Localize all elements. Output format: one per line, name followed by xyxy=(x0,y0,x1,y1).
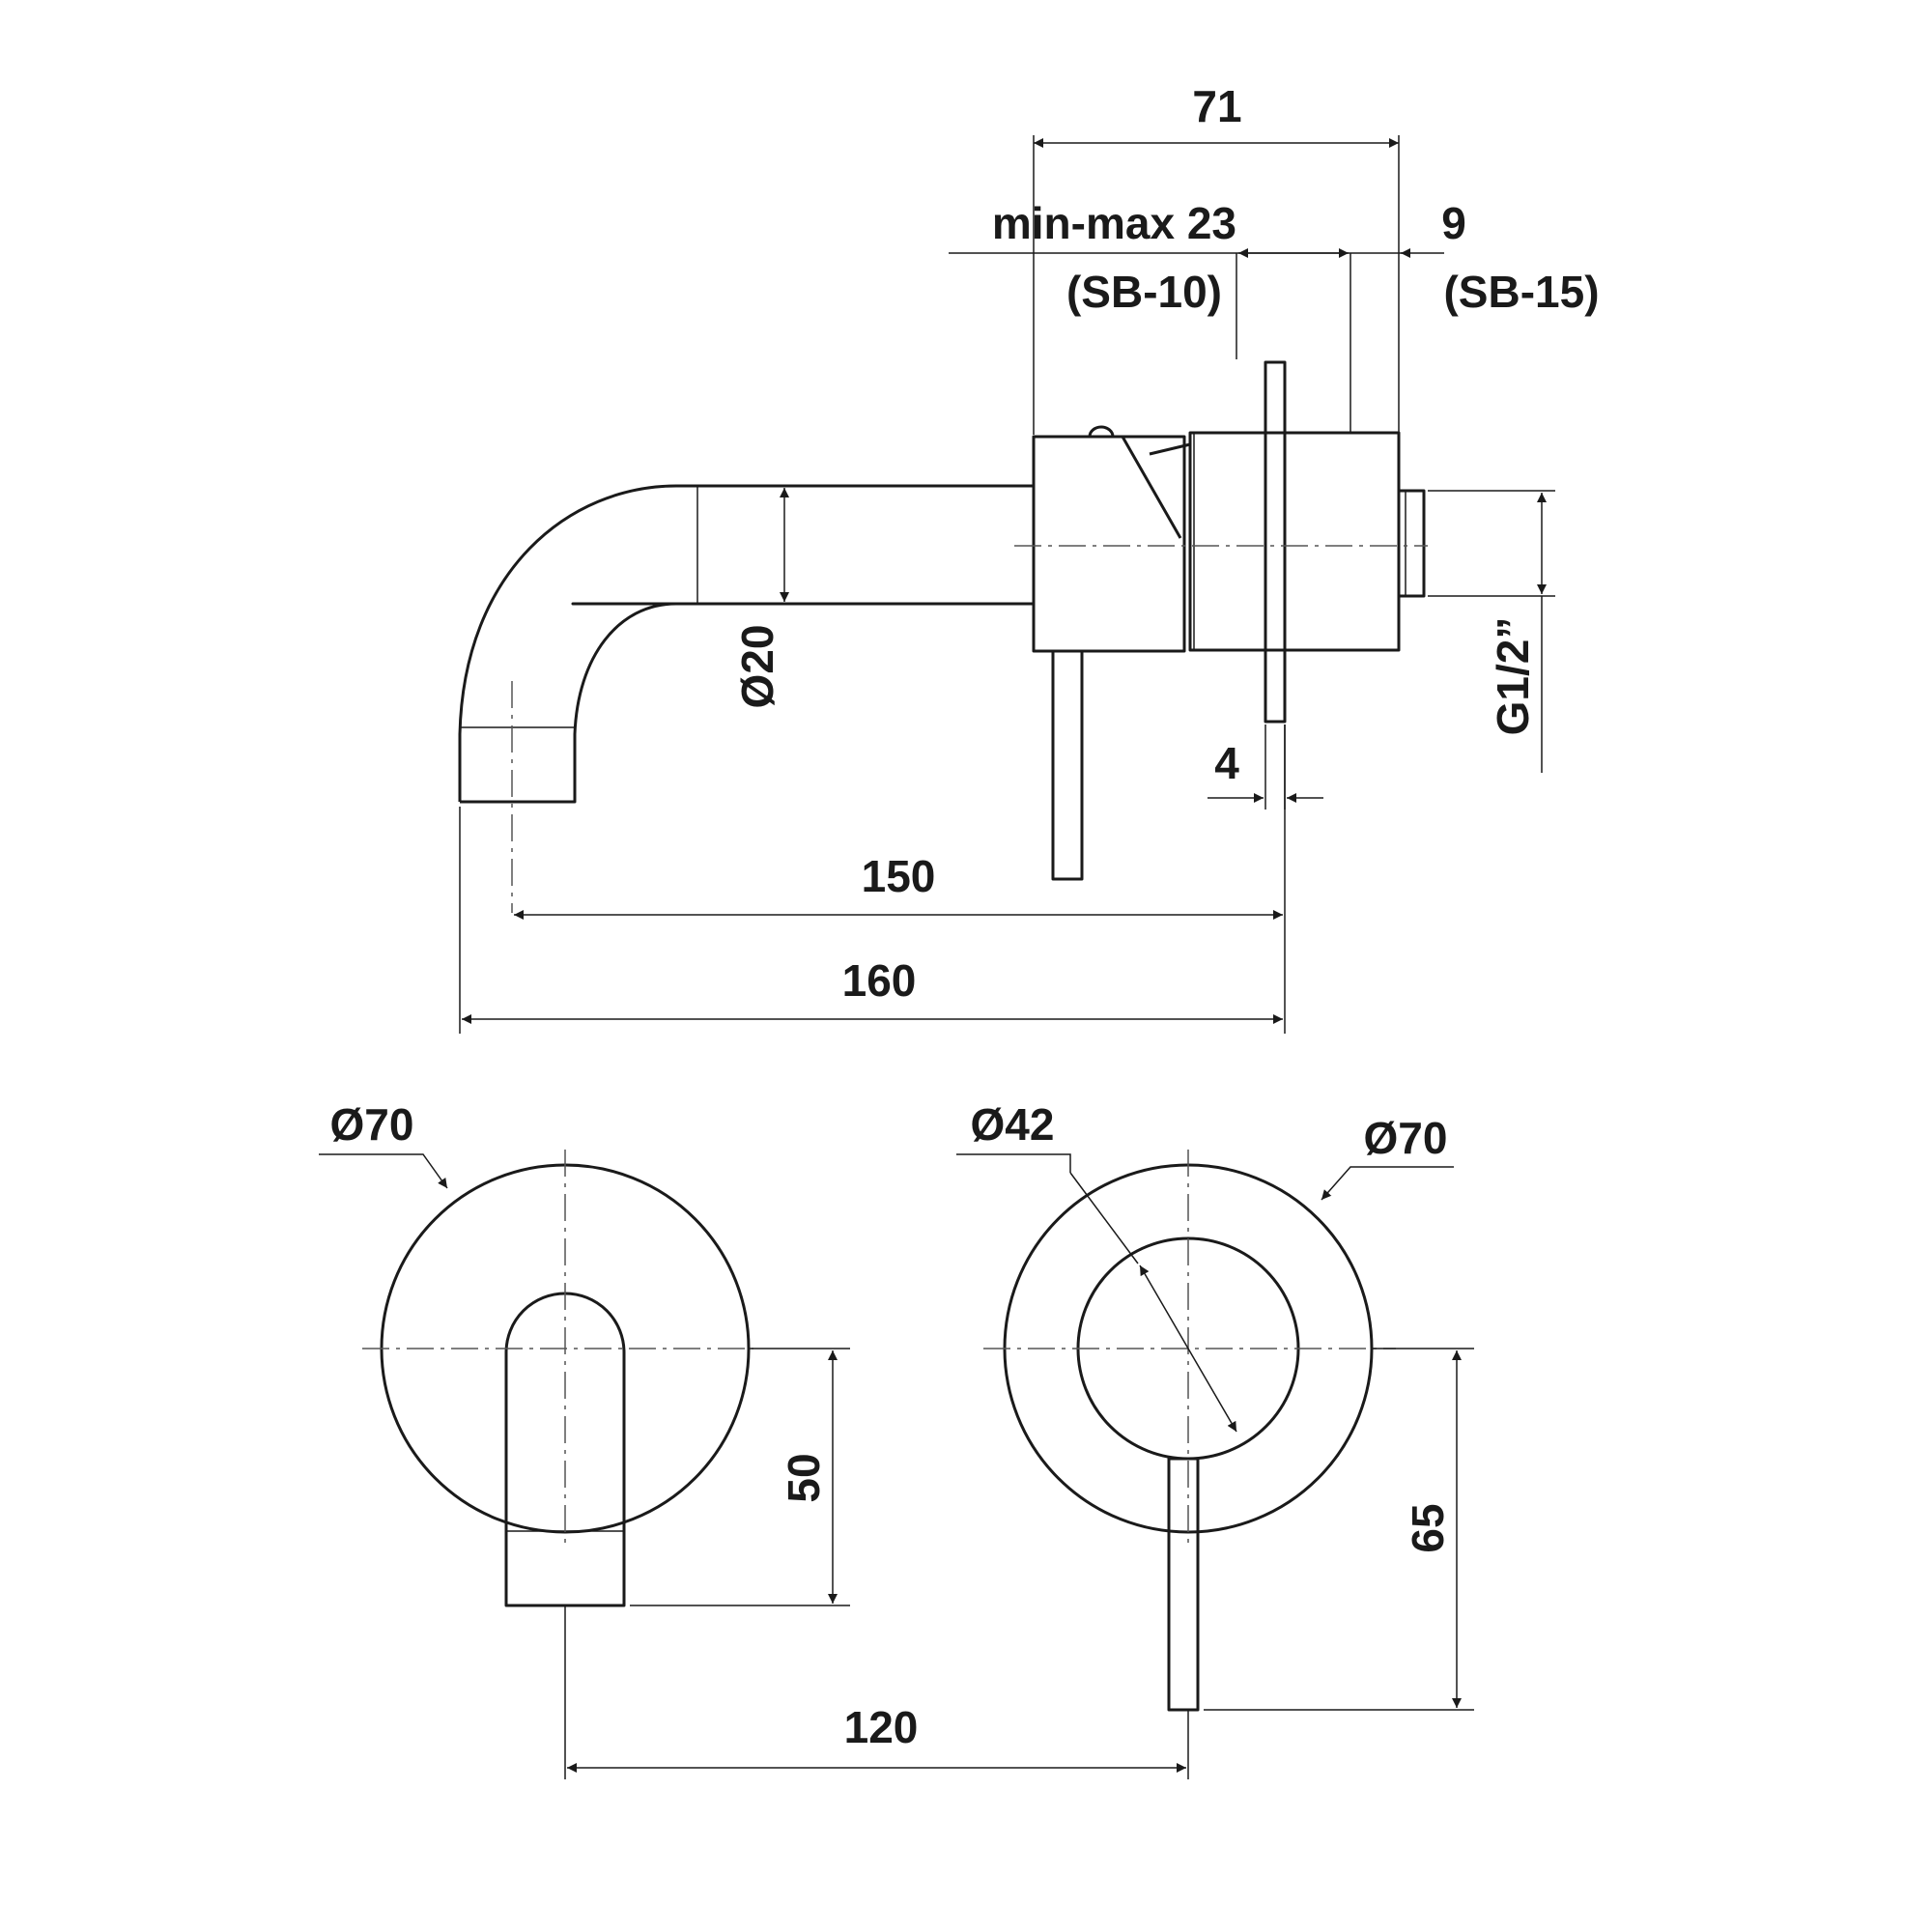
front-view-mixer: Ø42 Ø70 65 xyxy=(956,1099,1474,1779)
dim-o20-label: Ø20 xyxy=(732,625,782,709)
dim-150-label: 150 xyxy=(862,851,936,901)
inlet-nipple xyxy=(1397,489,1426,598)
lever-handle xyxy=(1051,649,1084,881)
cartridge-sleeve xyxy=(1188,431,1401,652)
dim-4-label: 4 xyxy=(1214,738,1239,788)
mixer-body-diameter-label: Ø42 xyxy=(971,1099,1055,1150)
spout-outline xyxy=(458,484,1034,802)
lever-cam xyxy=(1121,436,1191,539)
mixer-plate-diameter-label: Ø70 xyxy=(1364,1113,1448,1163)
dim-160-label: 160 xyxy=(842,955,917,1006)
dim-71-label: 71 xyxy=(1192,81,1241,131)
dim-65-label: 65 xyxy=(1403,1503,1453,1552)
mixer-body xyxy=(1032,435,1186,653)
dim-thread-label: G1/2” xyxy=(1488,617,1538,736)
dim-min-max-label: min-max 23 xyxy=(992,198,1236,248)
dim-9-label: 9 xyxy=(1441,198,1466,248)
spout-plate-diameter-label: Ø70 xyxy=(330,1099,414,1150)
dim-50-label: 50 xyxy=(779,1453,829,1502)
spout-bend xyxy=(460,602,677,804)
lever-knob xyxy=(1088,425,1115,438)
wall-plate xyxy=(1264,360,1287,724)
dim-120-label: 120 xyxy=(844,1702,919,1752)
spout-front-outline xyxy=(504,1292,626,1607)
dim-9-code: (SB-15) xyxy=(1443,267,1599,317)
front-view-spout: Ø70 50 xyxy=(319,1099,850,1779)
side-view: 71 min-max 23 (SB-10) 9 (SB-15) Ø20 G1/2… xyxy=(458,81,1600,1034)
dim-min-max-code: (SB-10) xyxy=(1066,267,1222,317)
mixer-lever-front xyxy=(1167,1457,1200,1712)
center-distance-dimension: 120 xyxy=(567,1702,1186,1773)
